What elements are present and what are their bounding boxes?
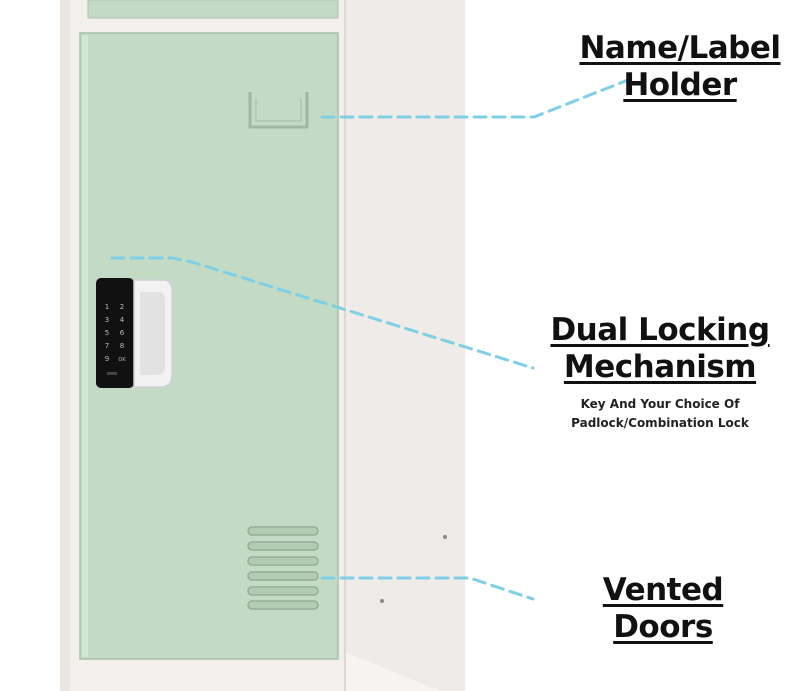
side-screw <box>380 599 384 603</box>
upper-door-bottom <box>87 0 339 19</box>
vent-slot <box>247 541 319 551</box>
keypad-key[interactable]: 3 <box>105 316 109 324</box>
callout-vented-doors-label: Vented Doors <box>602 572 724 645</box>
callout-name-label-line1: Name/Label <box>579 30 781 66</box>
vent-slot <box>247 600 319 610</box>
door-vents <box>247 526 319 610</box>
keypad-key[interactable]: 2 <box>120 303 124 311</box>
keypad-key[interactable]: 1 <box>105 303 109 311</box>
leader-line-name-label <box>320 78 630 119</box>
keypad-key[interactable]: OK <box>118 357 126 363</box>
leader-line-dual-locking <box>110 256 535 370</box>
keypad-key[interactable]: 8 <box>120 342 124 350</box>
locker-side-shade <box>335 0 465 691</box>
locker-door-highlight <box>82 35 88 657</box>
vent-slot <box>247 571 319 581</box>
keypad-key[interactable]: 4 <box>120 316 125 324</box>
leader-line-vented-doors <box>320 576 535 601</box>
name-label-holder-inner <box>255 98 302 122</box>
locker-frame-edge <box>60 0 70 691</box>
callout-dual-locking-sub2: Padlock/Combination Lock <box>571 415 749 430</box>
keypad-key[interactable]: 6 <box>120 329 125 337</box>
name-label-holder <box>248 92 309 129</box>
callout-vented-doors: Vented Doors <box>548 572 778 645</box>
callout-name-label-holder: Name/Label Holder <box>565 30 795 103</box>
keypad-indicator <box>107 372 117 375</box>
callout-dual-locking-sub1: Key And Your Choice Of <box>580 397 740 411</box>
keypad-keys: 1 2 3 4 5 6 7 8 9 OK <box>105 303 126 375</box>
door-handle-recess <box>140 292 165 375</box>
callout-name-label-line2: Holder <box>623 66 737 103</box>
vent-slot <box>247 556 319 566</box>
keypad-key[interactable]: 7 <box>105 342 109 350</box>
callout-dual-locking: Dual Locking Mechanism <box>545 312 775 385</box>
callout-dual-locking-line2: Mechanism <box>563 348 757 385</box>
callout-dual-locking-line1: Dual Locking <box>550 312 770 348</box>
vent-slot <box>247 586 319 596</box>
keypad-lock <box>96 278 134 388</box>
keypad-key[interactable]: 5 <box>105 329 109 337</box>
side-screw <box>443 535 447 539</box>
callout-dual-locking-subtitle: Key And Your Choice Of Padlock/Combinati… <box>545 395 775 432</box>
vent-slot <box>247 526 319 536</box>
keypad-key[interactable]: 9 <box>105 355 109 363</box>
